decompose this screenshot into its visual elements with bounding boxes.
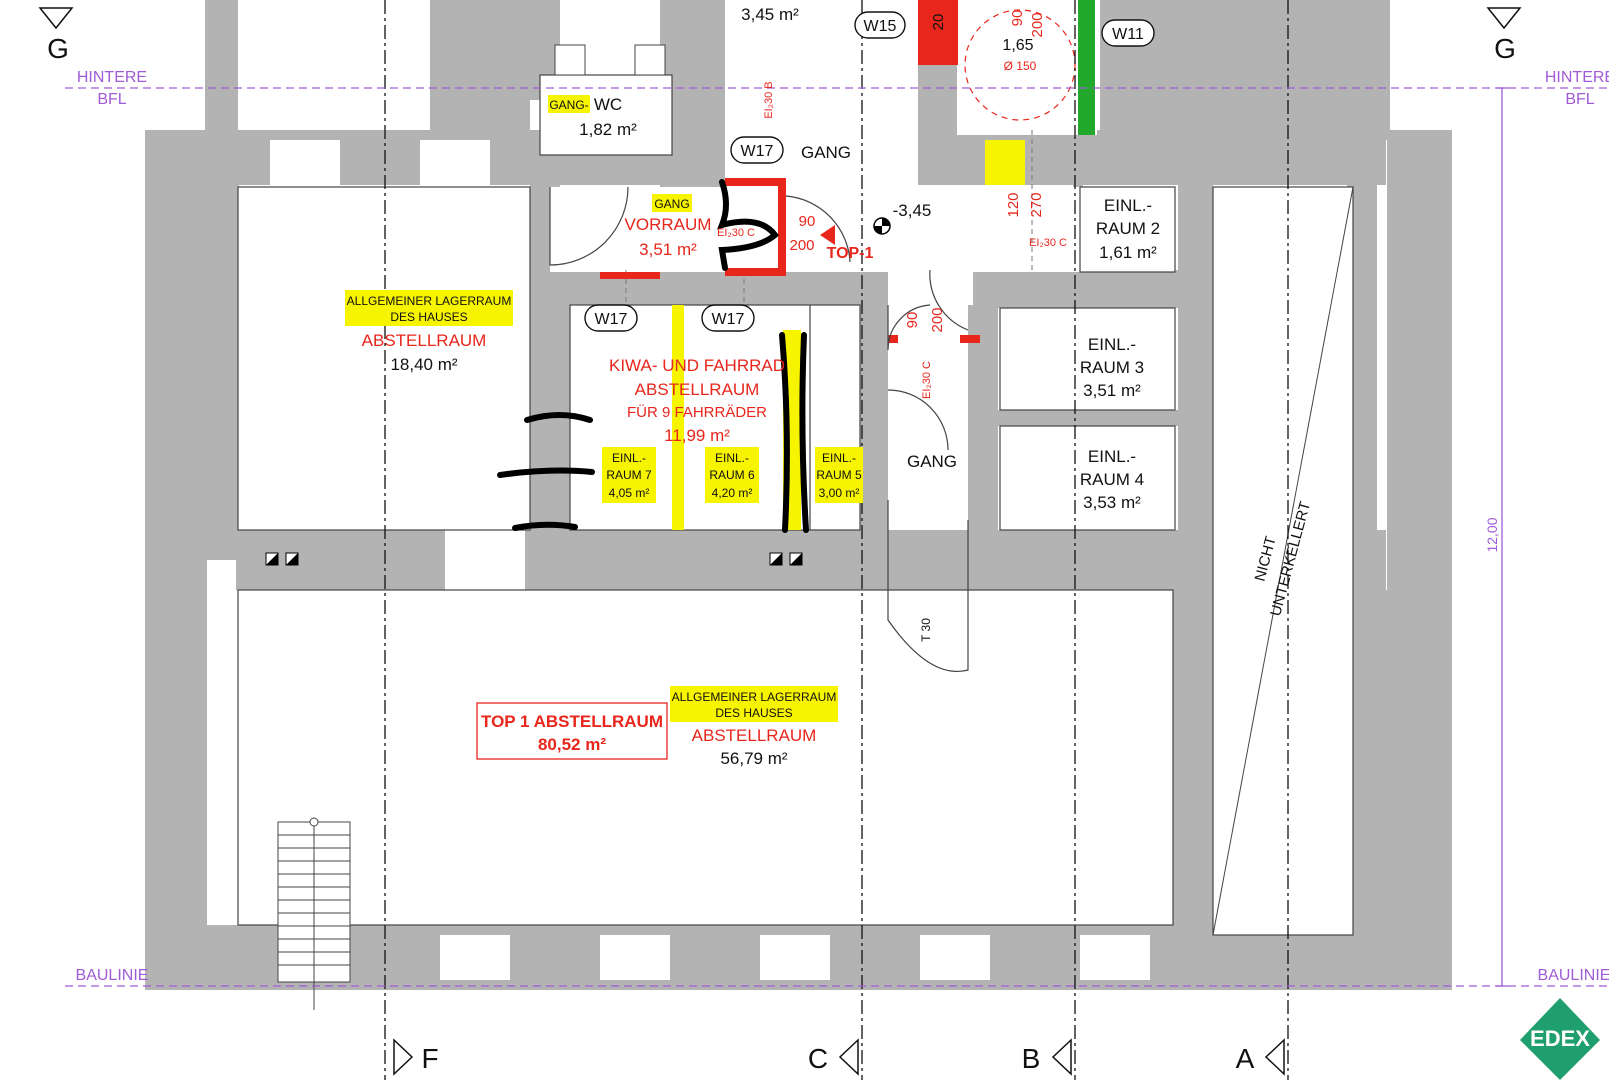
red-door-frames xyxy=(600,178,980,343)
gang-wc-tag: GANG- xyxy=(549,98,588,112)
einl4-1: EINL.- xyxy=(1088,447,1136,466)
vorraum-name: VORRAUM xyxy=(625,215,712,234)
einl5-3: 3,00 m² xyxy=(819,486,860,500)
tag-w11: W11 xyxy=(1112,26,1144,43)
hintere-left-1: HINTERE xyxy=(77,69,147,86)
gang-top: GANG xyxy=(801,143,851,162)
lager1-area: 18,40 m² xyxy=(390,355,457,374)
hintere-right-2: BFL xyxy=(1565,91,1594,108)
einl3-1: EINL.- xyxy=(1088,335,1136,354)
wc-name: WC xyxy=(594,95,622,114)
axis-f: F xyxy=(421,1043,438,1074)
vorraum-tag: GANG xyxy=(654,197,689,211)
top1-arrow-icon xyxy=(820,225,835,245)
axis-g-left: G xyxy=(47,33,69,64)
einl2-3: 1,61 m² xyxy=(1099,243,1157,262)
dim-90-gang: 90 xyxy=(904,312,921,329)
axis-c: C xyxy=(808,1043,828,1074)
dim-200-top: 200 xyxy=(1029,12,1046,37)
highlights xyxy=(345,95,863,722)
dim-90-door: 90 xyxy=(799,213,816,230)
einl7-3: 4,05 m² xyxy=(609,486,650,500)
top1-label: TOP-1 xyxy=(827,245,874,262)
hintere-right-1: HINTERE xyxy=(1545,69,1609,86)
einl7-1: EINL.- xyxy=(612,451,646,465)
einl5-1: EINL.- xyxy=(822,451,856,465)
top-area: 3,45 m² xyxy=(741,5,799,24)
einl2-1: EINL.- xyxy=(1104,196,1152,215)
top1-box-1: TOP 1 ABSTELLRAUM xyxy=(481,712,663,731)
t30: T 30 xyxy=(919,618,933,642)
dim-ei30b: EI₂30 B xyxy=(763,81,775,118)
green-wall xyxy=(1078,0,1095,135)
axis-a: A xyxy=(1236,1043,1255,1074)
lager1-tag1: ALLGEMEINER LAGERRAUM xyxy=(347,294,512,308)
red-shaft xyxy=(918,0,958,65)
vorraum-area: 3,51 m² xyxy=(639,240,697,259)
lager2-area: 56,79 m² xyxy=(720,749,787,768)
hintere-left-2: BFL xyxy=(97,91,126,108)
einl4-2: RAUM 4 xyxy=(1080,470,1144,489)
lager2-tag1: ALLGEMEINER LAGERRAUM xyxy=(672,690,837,704)
einl6-2: RAUM 6 xyxy=(709,468,755,482)
dim-1-65: 1,65 xyxy=(1002,37,1033,54)
tag-w17-top: W17 xyxy=(741,143,774,160)
einl5-2: RAUM 5 xyxy=(816,468,862,482)
dim-ei30c-3: EI₂30 C xyxy=(921,361,933,399)
gang-mid: GANG xyxy=(907,452,957,471)
dim-270: 270 xyxy=(1028,192,1045,217)
einl6-1: EINL.- xyxy=(715,451,749,465)
einl2-2: RAUM 2 xyxy=(1096,219,1160,238)
marker-scribbles xyxy=(497,179,809,533)
axis-lines xyxy=(384,0,1289,1080)
round-shaft xyxy=(964,9,1076,121)
kiwa-3: FÜR 9 FAHRRÄDER xyxy=(627,403,767,421)
einl6-3: 4,20 m² xyxy=(712,486,753,500)
baulinie-right: BAULINIE xyxy=(1538,967,1609,984)
dim-150: Ø 150 xyxy=(1004,59,1037,73)
staircase xyxy=(277,44,666,1010)
einl3-2: RAUM 3 xyxy=(1080,358,1144,377)
einl7-2: RAUM 7 xyxy=(606,468,652,482)
dim-ei30c-1: EI₂30 C xyxy=(717,227,755,239)
kiwa-1: KIWA- UND FAHRRAD xyxy=(609,356,785,375)
dim-90-top: 90 xyxy=(1009,10,1026,27)
lager2-name: ABSTELLRAUM xyxy=(692,726,817,745)
logo-text: EDEX xyxy=(1530,1026,1590,1051)
tag-w15: W15 xyxy=(864,18,897,35)
dim-ticks xyxy=(1496,87,1508,987)
axis-g-right: G xyxy=(1494,33,1516,64)
tag-bubbles xyxy=(584,11,1155,332)
edex-logo: EDEX xyxy=(1520,998,1600,1080)
lager1-tag2: DES HAUSES xyxy=(390,310,467,324)
lager2-tag2: DES HAUSES xyxy=(715,706,792,720)
boundary-lines xyxy=(65,87,1609,987)
axis-b: B xyxy=(1022,1043,1041,1074)
dim-ei30c-2: EI₂30 C xyxy=(1029,237,1067,249)
kiwa-2: ABSTELLRAUM xyxy=(635,380,760,399)
room-outlines xyxy=(237,74,1354,936)
axis-markers xyxy=(38,7,1522,1076)
tag-w17-a: W17 xyxy=(595,311,628,328)
tag-w17-b: W17 xyxy=(712,311,745,328)
einl4-3: 3,53 m² xyxy=(1083,493,1141,512)
wc-area: 1,82 m² xyxy=(579,120,637,139)
vent-markers xyxy=(265,552,803,566)
dim-200-door: 200 xyxy=(789,237,814,254)
lager1-name: ABSTELLRAUM xyxy=(362,331,487,350)
baulinie-left: BAULINIE xyxy=(76,967,149,984)
top1-box xyxy=(476,702,668,760)
dim-12: 12,00 xyxy=(1484,517,1500,552)
einl3-3: 3,51 m² xyxy=(1083,381,1141,400)
level-icon xyxy=(873,217,891,235)
kiwa-area: 11,99 m² xyxy=(664,426,730,445)
dim-200-gang: 200 xyxy=(929,307,946,332)
dim-20: 20 xyxy=(930,14,947,31)
labels: G G F C B A HINTERE BFL HINTERE BFL BAUL… xyxy=(47,5,1609,1074)
door-swings xyxy=(549,186,969,672)
dim-120: 120 xyxy=(1005,192,1022,217)
level-value: -3,45 xyxy=(893,201,932,220)
top1-box-2: 80,52 m² xyxy=(538,735,606,754)
